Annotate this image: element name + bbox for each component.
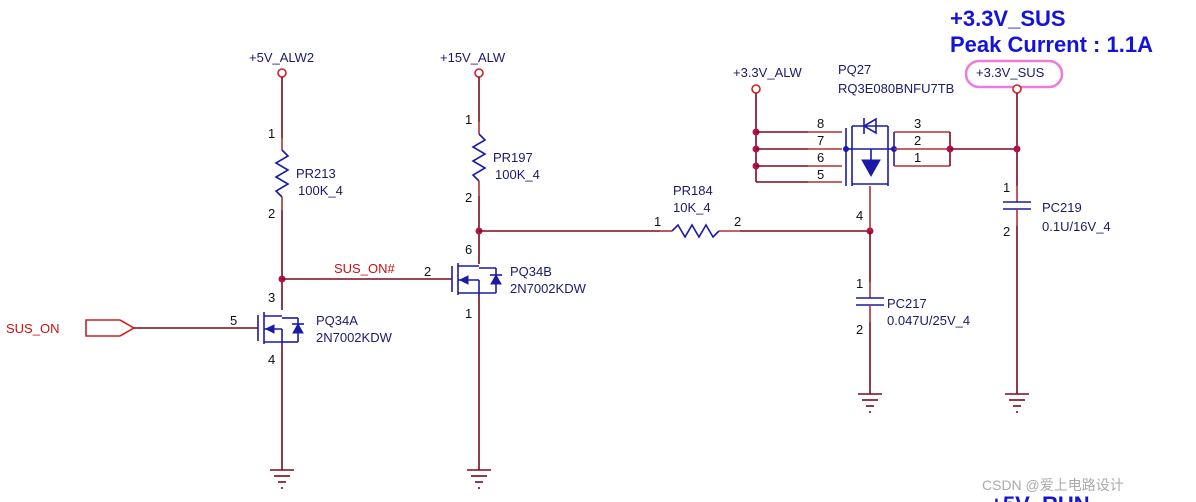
mosfet-pq27: PQ27 RQ3E080BNFU7TB 8 7 6 5 3 (808, 62, 954, 231)
component-value: 10K_4 (673, 200, 711, 215)
pin-number: 8 (817, 116, 824, 131)
pin-number: 1 (268, 126, 275, 141)
ground-icon (1005, 393, 1029, 413)
pin-number: 5 (817, 167, 824, 182)
pin-number: 6 (465, 242, 472, 257)
component-ref: PR213 (296, 166, 336, 181)
pin-number: 2 (424, 264, 431, 279)
pin-number: 2 (914, 133, 921, 148)
net-label-sus-on: SUS_ON (6, 321, 59, 336)
power-port-icon (751, 84, 761, 94)
resistor-icon (671, 223, 720, 239)
component-ref: PC219 (1042, 200, 1082, 215)
pin-number: 4 (856, 208, 863, 223)
pin-number: 6 (817, 150, 824, 165)
component-value: 2N7002KDW (316, 330, 393, 345)
rail-33v-sus: +3.3V_SUS (964, 59, 1064, 94)
resistor-icon (471, 133, 487, 182)
pin-number: 1 (1003, 180, 1010, 195)
component-ref: PQ34B (510, 264, 552, 279)
power-port-icon (1012, 84, 1022, 94)
pin-number: 5 (230, 313, 237, 328)
watermark: CSDN @爱上电路设计 (982, 477, 1124, 493)
diode-icon (292, 322, 304, 334)
capacitor-pc219: 1 2 PC219 0.1U/16V_4 (1003, 180, 1111, 239)
resistor-pr197: 1 2 PR197 100K_4 (465, 112, 540, 205)
rail-label-33v-alw: +3.3V_ALW (733, 65, 803, 80)
input-port-icon (85, 319, 136, 337)
power-port-icon (474, 68, 484, 78)
pin-number: 7 (817, 133, 824, 148)
ground-icon (467, 469, 491, 489)
power-port-icon (277, 68, 287, 78)
arrow-icon (458, 275, 469, 285)
component-value: 2N7002KDW (510, 281, 587, 296)
component-value: 100K_4 (495, 167, 540, 182)
rail-15v-alw: +15V_ALW (440, 50, 506, 78)
page-subtitle: Peak Current : 1.1A (950, 32, 1153, 57)
component-ref: PR184 (673, 183, 713, 198)
rail-label-15v-alw: +15V_ALW (440, 50, 506, 65)
component-value: 0.1U/16V_4 (1042, 219, 1111, 234)
diode-icon (490, 273, 502, 285)
pin-number: 2 (1003, 224, 1010, 239)
pin-number: 4 (268, 352, 275, 367)
cut-off-label: +5V_RUN (990, 492, 1090, 502)
component-value: 100K_4 (298, 183, 343, 198)
component-value: 0.047U/25V_4 (887, 313, 970, 328)
component-value: RQ3E080BNFU7TB (838, 81, 954, 96)
pin-number: 2 (856, 322, 863, 337)
arrow-icon (264, 324, 275, 334)
arrow-icon (861, 159, 881, 178)
component-ref: PR197 (493, 150, 533, 165)
pin-number: 3 (268, 290, 275, 305)
ground-icon (270, 469, 294, 489)
pin-number: 2 (465, 190, 472, 205)
net-label-sus-on-n: SUS_ON# (334, 261, 395, 276)
component-ref: PQ34A (316, 313, 358, 328)
resistor-pr213: 1 2 PR213 100K_4 (268, 126, 343, 221)
resistor-pr184: 1 2 PR184 10K_4 (654, 183, 741, 239)
page-title: +3.3V_SUS (950, 6, 1066, 31)
pin-number: 1 (465, 306, 472, 321)
pin-number: 1 (856, 276, 863, 291)
component-ref: PC217 (887, 296, 927, 311)
pin-number: 2 (734, 214, 741, 229)
pin-number: 1 (465, 112, 472, 127)
pin-number: 2 (268, 206, 275, 221)
pin-number: 1 (914, 150, 921, 165)
diode-icon (862, 117, 877, 135)
pin-number: 3 (914, 116, 921, 131)
mosfet-pq34a: 3 5 4 PQ34A 2N7002KDW (230, 290, 393, 367)
rail-label-5v-alw2: +5V_ALW2 (249, 50, 314, 65)
ground-icon (858, 393, 882, 413)
rail-5v-alw2: +5V_ALW2 (249, 50, 314, 78)
junction-dot (1013, 145, 1021, 153)
resistor-icon (274, 149, 290, 198)
capacitor-pc217: 1 2 PC217 0.047U/25V_4 (856, 276, 970, 337)
rail-33v-alw: +3.3V_ALW (733, 65, 803, 94)
component-ref: PQ27 (838, 62, 871, 77)
mosfet-pq34b: 6 2 1 PQ34B 2N7002KDW (424, 242, 587, 321)
rail-label-33v-sus: +3.3V_SUS (976, 65, 1045, 80)
port-sus-on: SUS_ON (6, 319, 136, 337)
pin-number: 1 (654, 214, 661, 229)
